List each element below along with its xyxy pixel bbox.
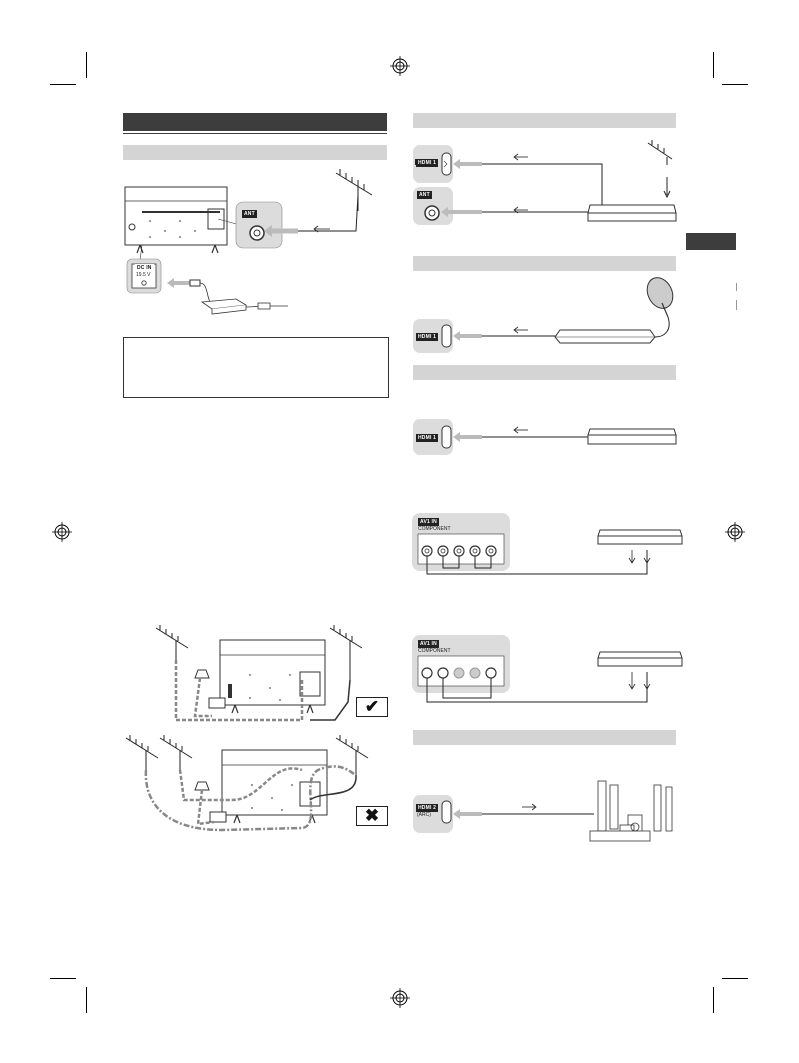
subsection-bar-hdmi-device <box>413 365 676 380</box>
arc-label: (ARC) <box>417 812 431 818</box>
tab-tick <box>736 283 737 291</box>
incorrect-cable-arrangement-diagram <box>125 735 369 832</box>
crop-mark-tr-h <box>722 84 748 85</box>
registration-mark-icon <box>725 522 745 542</box>
hdmi2-label: HDMI 2 <box>416 804 439 812</box>
correct-cable-arrangement-diagram <box>155 625 363 722</box>
section-tab <box>686 233 736 250</box>
subsection-bar-recorder <box>413 113 676 128</box>
av1-in-label-composite: AV1 IN <box>418 640 439 648</box>
subsection-bar-satellite <box>413 256 676 271</box>
hdmi1-label-device: HDMI 1 <box>416 434 439 442</box>
crop-mark-br-h <box>722 978 748 979</box>
crop-mark-tr-v <box>713 52 714 78</box>
subsection-bar-antenna-power <box>123 145 387 160</box>
dc-in-label: DC IN <box>135 264 154 272</box>
note-box <box>123 337 389 398</box>
av1-in-label: AV1 IN <box>418 518 439 526</box>
registration-mark-icon <box>390 56 410 76</box>
crop-mark-bl-h <box>50 978 76 979</box>
ant-label: ANT <box>417 191 432 199</box>
tv-rear-connection-diagram <box>124 169 373 315</box>
ant-label: ANT <box>242 210 257 218</box>
subsection-bar-home-theater <box>413 730 676 745</box>
component-label: COMPONENT <box>418 526 451 532</box>
registration-mark-icon <box>52 522 72 542</box>
section-header-rule <box>123 133 387 134</box>
hdmi1-label-satellite: HDMI 1 <box>416 333 439 341</box>
dc-in-voltage-label: 19.5 V <box>136 272 151 278</box>
satellite-connection-diagram <box>413 277 674 353</box>
hdmi1-label: HDMI 1 <box>416 159 439 167</box>
registration-mark-icon <box>390 988 410 1008</box>
home-theater-connection-diagram <box>413 780 673 842</box>
crop-mark-tl-v <box>86 52 87 78</box>
crop-mark-br-v <box>713 987 714 1013</box>
section-header-bar <box>123 113 387 131</box>
component-connection-diagram <box>412 513 683 575</box>
hdmi-device-connection-diagram <box>413 419 677 455</box>
incorrect-mark: ✖ <box>356 806 388 826</box>
crop-mark-tl-h <box>50 84 76 85</box>
tab-tick <box>736 300 737 310</box>
recorder-connection-diagram <box>413 140 677 225</box>
correct-mark: ✔ <box>356 697 388 717</box>
component-label-composite: COMPONENT <box>418 648 451 654</box>
composite-connection-diagram <box>412 635 683 703</box>
crop-mark-bl-v <box>86 987 87 1013</box>
